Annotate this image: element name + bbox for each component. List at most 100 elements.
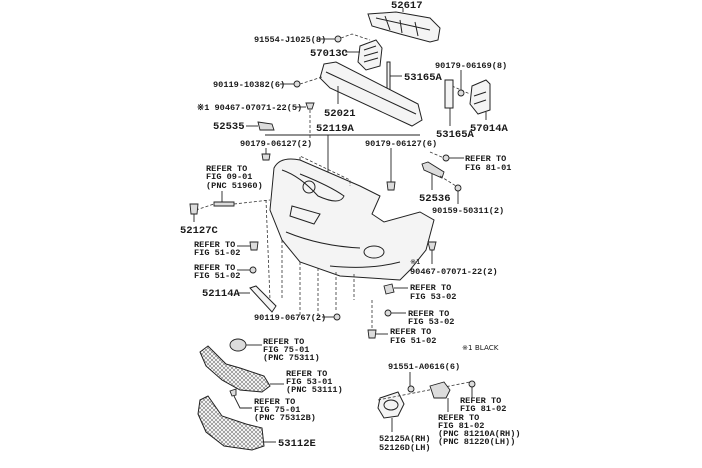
- callout-ref-fig-53-02-a: REFER TO FIG 53-02: [383, 283, 456, 302]
- label-91554-j1025[interactable]: 91554-J1025(8): [254, 35, 326, 45]
- callout-90119-10382: 90119-10382(6): [213, 80, 285, 90]
- ref-fig-75-01-b-line1[interactable]: REFER TO: [254, 397, 295, 407]
- clip-icon: [367, 329, 377, 339]
- bolt-icon: [333, 313, 341, 321]
- ref-fig-75-01-a-line2[interactable]: FIG 75-01: [263, 345, 309, 355]
- bolt-icon: [384, 309, 392, 317]
- part-52021-reinforcement: 52021: [319, 61, 423, 127]
- part-57013c-bracket: 57013C: [310, 39, 383, 71]
- label-52119a[interactable]: 52119A: [316, 123, 355, 135]
- ref-fig-53-01-line3[interactable]: (PNC 53111): [286, 385, 343, 395]
- ref-fig-75-01-a-line1[interactable]: REFER TO: [263, 337, 304, 347]
- label-90467-07071-22-5[interactable]: ※1 90467-07071-22(5): [197, 103, 302, 113]
- callout-ref-fig-51-02-b: REFER TO FIG 51-02: [194, 263, 257, 281]
- callout-90119-06767: 90119-06767(2): [254, 313, 341, 323]
- bolt-icon: [249, 266, 257, 274]
- bolt-icon: [468, 380, 476, 388]
- label-90119-10382[interactable]: 90119-10382(6): [213, 80, 285, 90]
- ref-fig-51-02-a-line1[interactable]: REFER TO: [194, 240, 235, 250]
- clip-icon: [386, 181, 396, 191]
- ref-fig-81-02-a-line2[interactable]: FIG 81-02: [460, 404, 506, 414]
- label-53165a-lower[interactable]: 53165A: [436, 129, 475, 141]
- label-91551-a0616[interactable]: 91551-A0616(6): [388, 362, 460, 372]
- bolt-icon: [457, 89, 465, 97]
- ref-fig-81-02-b-line2[interactable]: FIG 81-02: [438, 421, 484, 431]
- bolt-icon: [407, 385, 415, 393]
- ref-fig-81-02-b-line3[interactable]: (PNC 81210A(RH)): [438, 429, 521, 439]
- callout-52114a: 52114A: [202, 285, 277, 313]
- bolt-icon: [442, 154, 450, 162]
- ref-fig-53-01-line2[interactable]: FIG 53-01: [286, 377, 332, 387]
- part-52535: [257, 121, 275, 131]
- ref-fig-81-02-b-line4[interactable]: (PNC 81220(LH)): [438, 437, 515, 447]
- part-lower-grille-53112e: 53112E: [197, 395, 316, 451]
- ref-fig-81-02-b-line1[interactable]: REFER TO: [438, 413, 479, 423]
- ref-fig-75-01-a-line3[interactable]: (PNC 75311): [263, 353, 320, 363]
- label-90119-06767[interactable]: 90119-06767(2): [254, 313, 326, 323]
- label-52021[interactable]: 52021: [324, 108, 356, 120]
- ref-fig-81-02-a-line1[interactable]: REFER TO: [460, 396, 501, 406]
- bolt-icon: [293, 80, 301, 88]
- part-fog-lamp-cover: 52125A(RH) 52126D(LH): [377, 381, 471, 453]
- clip-icon: [305, 102, 315, 110]
- clip-icon: [427, 241, 437, 251]
- part-upper-grille-53111: REFER TO FIG 53-01 (PNC 53111): [199, 345, 343, 395]
- label-57014a[interactable]: 57014A: [470, 123, 509, 135]
- ref-fig-53-02-a-line1[interactable]: REFER TO: [410, 283, 451, 293]
- label-52125a-rh[interactable]: 52125A(RH): [379, 434, 431, 444]
- label-53165a-upper[interactable]: 53165A: [404, 72, 443, 84]
- ref-fig-53-02-b-line2[interactable]: FIG 53-02: [408, 317, 454, 327]
- label-90179-06169[interactable]: 90179-06169(8): [435, 61, 507, 71]
- ref-fig-81-01-line1[interactable]: REFER TO: [465, 154, 506, 164]
- callout-ref-fig-53-02-b: REFER TO FIG 53-02: [384, 309, 454, 327]
- clip-icon: [383, 283, 395, 295]
- callout-90179-06127-2: 90179-06127(2): [240, 139, 312, 161]
- callout-90467-2: ※1 90467-07071-22(2): [410, 241, 498, 277]
- note-black: ※1 BLACK: [462, 343, 499, 352]
- callout-90159-50311: 90159-50311(2): [432, 175, 504, 216]
- bolt-icon: [334, 35, 342, 43]
- callout-91551-a0616: 91551-A0616(6): [388, 362, 460, 393]
- label-52126d-lh[interactable]: 52126D(LH): [379, 443, 431, 453]
- ref-fig-09-01-line2[interactable]: FIG 09-01: [206, 172, 252, 182]
- label-90179-06127-2[interactable]: 90179-06127(2): [240, 139, 312, 149]
- ref-fig-53-02-a-line2[interactable]: FIG 53-02: [410, 292, 456, 302]
- ref-fig-75-01-b-line2[interactable]: FIG 75-01: [254, 405, 300, 415]
- part-fog-lamp: REFER TO FIG 81-02 (PNC 81210A(RH)) (PNC…: [429, 381, 521, 447]
- label-52535[interactable]: 52535: [213, 121, 245, 133]
- callout-ref-fig-51-02-c: REFER TO FIG 51-02: [367, 300, 436, 346]
- bolt-icon: [454, 184, 462, 192]
- emblem-icon: [302, 180, 316, 194]
- ref-fig-51-02-b-line1[interactable]: REFER TO: [194, 263, 235, 273]
- part-53165a-lower: 53165A: [436, 79, 475, 141]
- label-53112e[interactable]: 53112E: [278, 438, 316, 450]
- ref-fig-51-02-c-line2[interactable]: FIG 51-02: [390, 336, 436, 346]
- ref-fig-51-02-b-line2[interactable]: FIG 51-02: [194, 271, 240, 281]
- label-90179-06127-6[interactable]: 90179-06127(6): [365, 139, 437, 149]
- label-52536[interactable]: 52536: [419, 193, 451, 205]
- ref-fig-51-02-c-line1[interactable]: REFER TO: [390, 327, 431, 337]
- label-52127c[interactable]: 52127C: [180, 225, 219, 237]
- ref-fig-81-01-line2[interactable]: FIG 81-01: [465, 163, 511, 173]
- part-52617-upper-support: 52617: [367, 0, 441, 43]
- callout-ref-fig-51-02-a: REFER TO FIG 51-02: [194, 240, 259, 258]
- ref-fig-51-02-a-line2[interactable]: FIG 51-02: [194, 248, 240, 258]
- label-52114a[interactable]: 52114A: [202, 288, 241, 300]
- callout-ref-fig-81-02-a: REFER TO FIG 81-02: [460, 380, 506, 414]
- ref-fig-53-01-line1[interactable]: REFER TO: [286, 369, 327, 379]
- fog-lamp-opening: [363, 245, 385, 259]
- ref-fig-53-02-b-line1[interactable]: REFER TO: [408, 309, 449, 319]
- callout-90179-06127-6: 90179-06127(6): [365, 139, 437, 191]
- label-note-mark: ※1: [410, 257, 421, 266]
- callout-91554: 91554-J1025(8): [254, 33, 371, 45]
- ref-fig-09-01-line1[interactable]: REFER TO: [206, 164, 247, 174]
- ref-fig-75-01-b-line3[interactable]: (PNC 75312B): [254, 413, 316, 423]
- ref-fig-09-01-line3[interactable]: (PNC 51960): [206, 181, 263, 191]
- clip-icon: [249, 241, 259, 251]
- label-90467-07071-22-2[interactable]: 90467-07071-22(2): [410, 267, 498, 277]
- part-grille-emblem-75312b: REFER TO FIG 75-01 (PNC 75312B): [229, 388, 316, 423]
- label-57013c[interactable]: 57013C: [310, 48, 349, 60]
- label-52617[interactable]: 52617: [391, 0, 423, 12]
- label-90159-50311[interactable]: 90159-50311(2): [432, 206, 504, 216]
